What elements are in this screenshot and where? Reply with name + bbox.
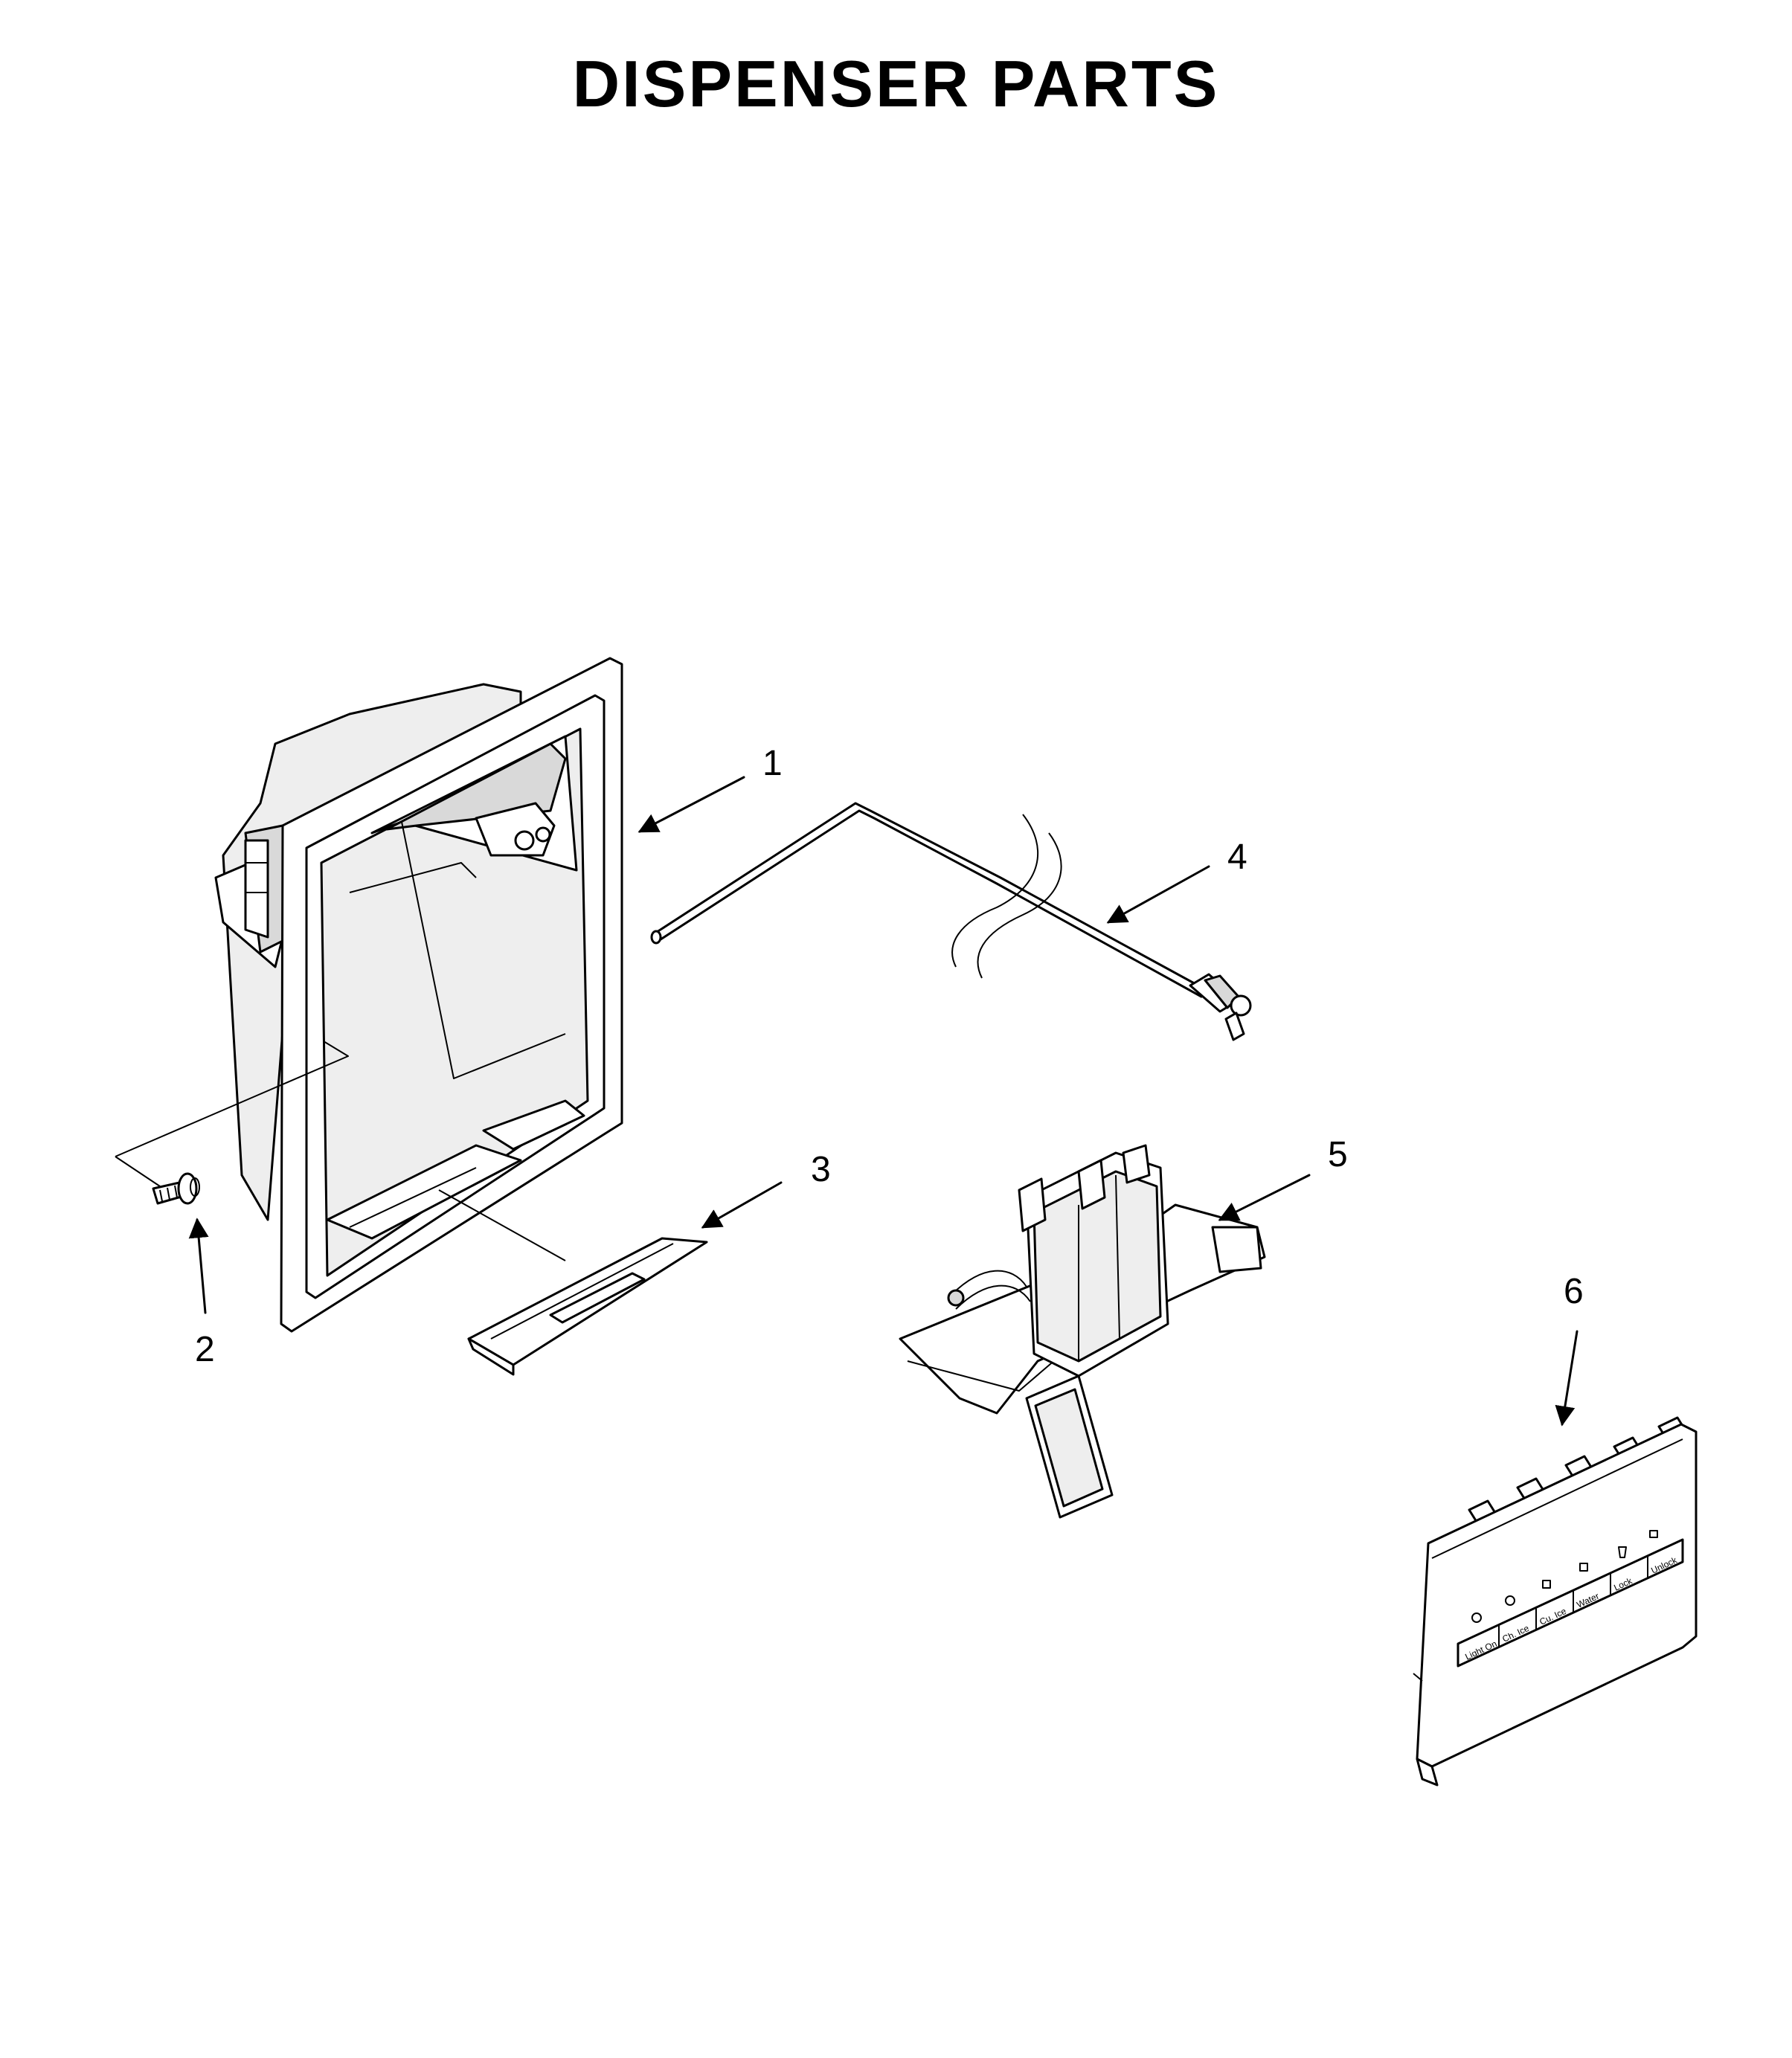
part-1-dispenser-housing[interactable] <box>214 657 623 1333</box>
callout-2-arrow <box>188 1218 209 1314</box>
part-3-drip-tray[interactable] <box>467 1237 708 1376</box>
light-icon <box>1471 1612 1482 1623</box>
bulb-icon <box>1505 1595 1515 1606</box>
cube-icon <box>1579 1563 1588 1572</box>
page-title: DISPENSER PARTS <box>572 47 1220 120</box>
callout-6-arrow <box>1555 1330 1579 1427</box>
callout-5: 5 <box>1328 1135 1348 1174</box>
callout-1: 1 <box>762 744 783 783</box>
callout-5-arrow <box>1218 1174 1311 1221</box>
callout-4: 4 <box>1227 837 1247 877</box>
callout-3-arrow <box>701 1181 783 1229</box>
callout-2: 2 <box>195 1330 215 1369</box>
part-2-screw[interactable] <box>152 1172 200 1205</box>
lock-icon <box>1649 1530 1658 1538</box>
callout-3: 3 <box>811 1150 831 1189</box>
glass-icon <box>1618 1546 1627 1558</box>
callout-4-arrow <box>1106 865 1210 924</box>
ice-icon <box>1542 1580 1551 1589</box>
part-5-actuator-assembly[interactable] <box>899 1144 1266 1519</box>
callout-1-arrow <box>638 776 745 833</box>
part-4-water-tube[interactable] <box>650 802 1252 1041</box>
callout-6: 6 <box>1564 1272 1584 1311</box>
part-6-control-panel[interactable]: Light On Ch. Ice Cu. Ice Water Lock Unlo… <box>1413 1416 1698 1787</box>
